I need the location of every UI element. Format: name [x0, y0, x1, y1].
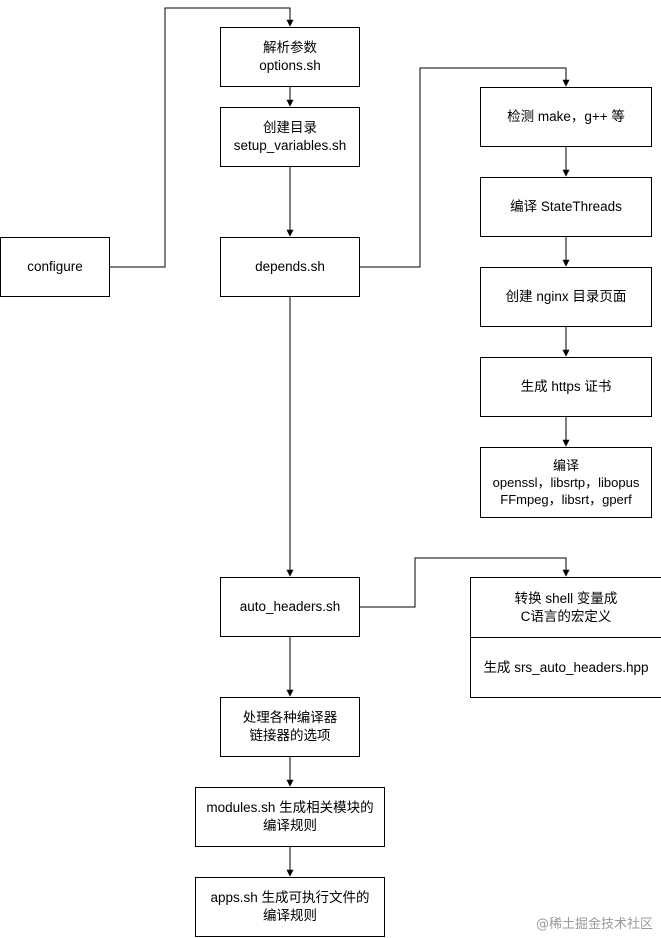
nginx-dir-label: 创建 nginx 目录页面 — [505, 289, 627, 304]
configure-label: configure — [27, 259, 83, 274]
compile-st-label: 编译 StateThreads — [510, 199, 622, 214]
setup-variables-node: 创建目录 setup_variables.sh — [220, 107, 360, 167]
edge-auto-headers-to-convert — [360, 557, 570, 608]
configure-node: configure — [0, 237, 110, 297]
compiler-options-label-line2: 链接器的选项 — [249, 728, 331, 743]
compiler-options-node: 处理各种编译器 链接器的选项 — [220, 697, 360, 757]
options-node: 解析参数 options.sh — [220, 27, 360, 87]
check-make-node: 检测 make，g++ 等 — [480, 87, 652, 147]
modules-node: modules.sh 生成相关模块的 编译规则 — [195, 787, 385, 847]
compile-st-node: 编译 StateThreads — [480, 177, 652, 237]
nginx-dir-node: 创建 nginx 目录页面 — [480, 267, 652, 327]
edge-configure-to-options — [110, 7, 294, 268]
options-label-line2: options.sh — [259, 58, 321, 73]
compiler-options-label-line1: 处理各种编译器 — [242, 710, 338, 725]
apps-label-line1: apps.sh 生成可执行文件的 — [210, 890, 370, 905]
auto-headers-detail-node: 转换 shell 变量成 C语言的宏定义 生成 srs_auto_headers… — [470, 577, 661, 698]
https-cert-node: 生成 https 证书 — [480, 357, 652, 417]
auto-headers-label: auto_headers.sh — [239, 599, 341, 614]
options-label-line1: 解析参数 — [263, 40, 317, 55]
https-cert-label: 生成 https 证书 — [520, 379, 612, 394]
convert-shell-label-line2: C语言的宏定义 — [520, 608, 612, 624]
setup-variables-label-line1: 创建目录 — [263, 120, 317, 135]
setup-variables-label-line2: setup_variables.sh — [233, 138, 347, 153]
convert-shell-section: 转换 shell 变量成 C语言的宏定义 — [471, 578, 661, 638]
watermark: @稀土掘金技术社区 — [535, 917, 653, 932]
compile-libs-label-line2: openssl，libsrtp，libopus — [492, 475, 640, 490]
modules-label-line1: modules.sh 生成相关模块的 — [206, 800, 374, 815]
gen-header-section: 生成 srs_auto_headers.hpp — [471, 638, 661, 697]
auto-headers-node: auto_headers.sh — [220, 577, 360, 637]
convert-shell-label-line1: 转换 shell 变量成 — [514, 590, 618, 606]
edge-depends-to-check-make — [360, 67, 570, 268]
apps-label-line2: 编译规则 — [263, 908, 317, 923]
depends-node: depends.sh — [220, 237, 360, 297]
compile-libs-label-line1: 编译 — [552, 458, 579, 473]
compile-libs-label-line3: FFmpeg，libsrt，gperf — [500, 492, 632, 507]
depends-label: depends.sh — [255, 259, 325, 274]
gen-header-label: 生成 srs_auto_headers.hpp — [483, 659, 649, 675]
check-make-label: 检测 make，g++ 等 — [507, 109, 625, 124]
compile-libs-node: 编译 openssl，libsrtp，libopus FFmpeg，libsrt… — [480, 447, 652, 518]
apps-node: apps.sh 生成可执行文件的 编译规则 — [195, 877, 385, 937]
modules-label-line2: 编译规则 — [263, 818, 317, 833]
